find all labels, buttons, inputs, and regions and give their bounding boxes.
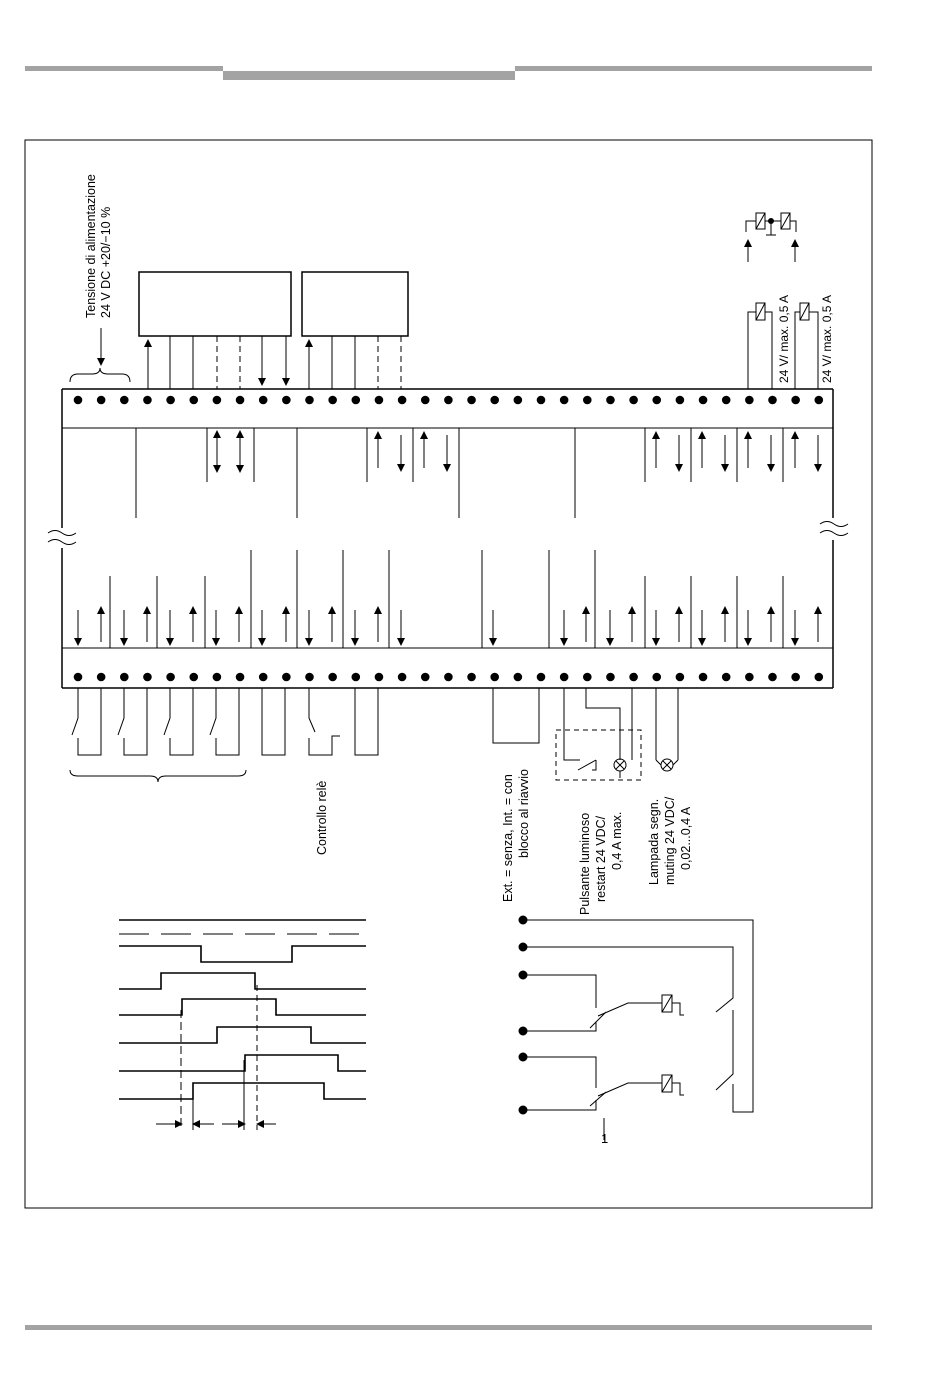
terminal-bottom-7	[213, 673, 222, 682]
terminal-bottom-6	[189, 673, 198, 682]
terminal-top-8	[236, 396, 245, 405]
sensor-box-1	[139, 272, 291, 336]
terminal-bottom-33	[815, 673, 824, 682]
terminal-bottom-26	[652, 673, 661, 682]
terminal-bottom-13	[352, 673, 361, 682]
sensor-box-connections	[148, 336, 401, 389]
timing-markers	[156, 985, 276, 1130]
terminal-top-26	[652, 396, 661, 405]
terminal-top-20	[514, 396, 523, 405]
terminal-row-bottom	[74, 673, 823, 682]
sensor-box-2	[302, 272, 408, 336]
terminal-bottom-15	[398, 673, 407, 682]
relay-circuit	[519, 916, 753, 1140]
relay-check-label: Controllo relè	[315, 781, 329, 855]
timing-diagram	[119, 920, 366, 1099]
pushbutton-label-line1: Pulsante luminoso	[578, 813, 592, 915]
terminal-bottom-27	[676, 673, 685, 682]
output-b-label: 24 V/ max. 0,5 A	[820, 295, 834, 383]
bottom-switches	[70, 688, 678, 782]
internal-signals-top	[136, 428, 818, 518]
terminal-bottom-8	[236, 673, 245, 682]
module-break-marks	[48, 522, 848, 545]
terminal-row-top	[74, 396, 823, 405]
terminal-bottom-4	[143, 673, 152, 682]
terminal-top-15	[398, 396, 407, 405]
terminal-bottom-22	[560, 673, 569, 682]
terminal-top-12	[328, 396, 337, 405]
terminal-top-4	[143, 396, 152, 405]
terminal-bottom-1	[74, 673, 83, 682]
terminal-bottom-11	[305, 673, 314, 682]
terminal-bottom-10	[282, 673, 291, 682]
terminal-bottom-19	[490, 673, 499, 682]
terminal-top-18	[467, 396, 476, 405]
internal-signals-bottom	[78, 550, 818, 648]
terminal-bottom-24	[606, 673, 615, 682]
terminal-top-17	[444, 396, 453, 405]
pushbutton-label-line2: restart 24 VDC/	[594, 815, 608, 902]
terminal-bottom-17	[444, 673, 453, 682]
restart-label-line1: Ext. = senza, Int. = con	[501, 774, 515, 902]
terminal-top-1	[74, 396, 83, 405]
terminal-top-29	[722, 396, 731, 405]
terminal-top-10	[282, 396, 291, 405]
terminal-top-14	[375, 396, 384, 405]
terminal-top-21	[537, 396, 546, 405]
terminal-bottom-9	[259, 673, 268, 682]
terminal-top-9	[259, 396, 268, 405]
restart-label-line2: blocco al riavvio	[517, 769, 531, 858]
terminal-top-33	[815, 396, 824, 405]
lamp-label-line1: Lampada segn.	[647, 799, 661, 885]
supply-voltage-value: 24 V DC +20/−10 %	[99, 207, 113, 318]
terminal-top-5	[166, 396, 175, 405]
terminal-top-3	[120, 396, 129, 405]
lamp-label-line3: 0,02...0,4 A	[679, 806, 693, 870]
lamp-label-line2: muting 24 VDC/	[663, 796, 677, 885]
terminal-top-27	[676, 396, 685, 405]
terminal-bottom-5	[166, 673, 175, 682]
terminal-bottom-20	[514, 673, 523, 682]
terminal-bottom-3	[120, 673, 129, 682]
terminal-bottom-12	[328, 673, 337, 682]
terminal-bottom-29	[722, 673, 731, 682]
terminal-top-32	[791, 396, 800, 405]
terminal-top-11	[305, 396, 314, 405]
terminal-top-22	[560, 396, 569, 405]
terminal-bottom-16	[421, 673, 430, 682]
terminal-bottom-2	[97, 673, 106, 682]
terminal-top-16	[421, 396, 430, 405]
output-a-label: 24 V/ max. 0,5 A	[777, 295, 791, 383]
terminal-top-31	[768, 396, 777, 405]
terminal-top-13	[352, 396, 361, 405]
terminal-bottom-28	[699, 673, 708, 682]
terminal-top-25	[629, 396, 638, 405]
supply-arrow	[70, 328, 130, 382]
ground-mark: 1	[601, 1131, 608, 1146]
terminal-top-2	[97, 396, 106, 405]
supply-voltage-label: Tensione di alimentazione	[84, 174, 98, 318]
controller-module	[62, 389, 833, 688]
terminal-bottom-25	[629, 673, 638, 682]
terminal-bottom-30	[745, 673, 754, 682]
terminal-bottom-32	[791, 673, 800, 682]
terminal-bottom-21	[537, 673, 546, 682]
terminal-top-6	[189, 396, 198, 405]
terminal-top-19	[490, 396, 499, 405]
terminal-top-7	[213, 396, 222, 405]
terminal-top-23	[583, 396, 592, 405]
terminal-top-24	[606, 396, 615, 405]
terminal-bottom-31	[768, 673, 777, 682]
terminal-bottom-14	[375, 673, 384, 682]
terminal-top-30	[745, 396, 754, 405]
terminal-bottom-23	[583, 673, 592, 682]
terminal-top-28	[699, 396, 708, 405]
pushbutton-label-line3: 0,4 A max.	[610, 812, 624, 870]
terminal-bottom-18	[467, 673, 476, 682]
